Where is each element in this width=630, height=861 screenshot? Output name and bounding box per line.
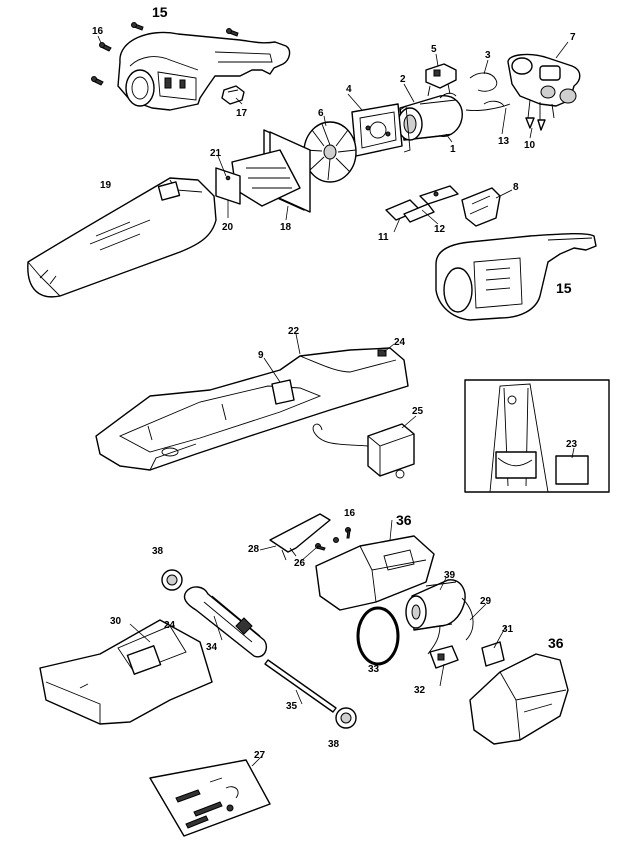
part-label: 32 <box>414 685 426 696</box>
part-label: 2 <box>400 74 406 85</box>
part-label: 38 <box>152 546 164 557</box>
part-label: 16 <box>92 26 104 37</box>
part-label: 7 <box>570 32 576 43</box>
charger-part <box>312 423 415 479</box>
part-label: 21 <box>210 148 222 159</box>
part-label: 30 <box>110 616 122 627</box>
brush-motor-part <box>405 579 466 631</box>
part-label: 8 <box>513 182 519 193</box>
part-label: 36 <box>396 512 412 528</box>
contact-part <box>525 117 546 131</box>
part-label: 34 <box>206 642 218 653</box>
part-label: 35 <box>286 701 298 712</box>
part-label: 19 <box>100 180 112 191</box>
switch-slider-part <box>385 185 459 223</box>
part-label: 27 <box>254 750 266 761</box>
leader-lines <box>97 35 575 767</box>
axle-part <box>264 659 337 713</box>
power-head-shell-part <box>469 653 569 745</box>
switch-cover-part <box>481 641 505 667</box>
bracket-part <box>269 513 331 561</box>
part-label: 22 <box>288 326 300 337</box>
brush-roll-part <box>183 586 268 658</box>
part-label: 9 <box>258 350 264 361</box>
part-label: 20 <box>222 222 234 233</box>
wire-clip-part <box>469 72 505 107</box>
filter-plate-part <box>215 167 241 205</box>
part-label: 38 <box>328 739 340 750</box>
clip-part <box>461 187 501 227</box>
part-label: 31 <box>502 624 514 635</box>
part-label: 5 <box>431 44 437 55</box>
dust-cup-part <box>27 177 217 298</box>
part-label: 39 <box>444 570 456 581</box>
part-label: 15 <box>152 4 168 20</box>
part-label: 26 <box>294 558 306 569</box>
part-label: 33 <box>368 664 380 675</box>
part-label: 25 <box>412 406 424 417</box>
part-label: 13 <box>498 136 510 147</box>
terminal-block-part <box>425 63 457 97</box>
housing-upper-part <box>117 31 291 111</box>
screw-part <box>91 22 239 86</box>
part-label: 3 <box>485 50 491 61</box>
part-label: 1 <box>450 144 456 155</box>
part-label: 36 <box>548 635 564 651</box>
wire-part <box>465 103 511 111</box>
part-label: 12 <box>434 224 446 235</box>
part-label: 24 <box>164 620 176 631</box>
part-labels: 15 16 17 5 3 7 2 4 6 1 13 10 21 19 20 18… <box>92 4 578 761</box>
part-label: 17 <box>236 108 248 119</box>
power-head-cover-part <box>315 535 435 611</box>
part-label: 28 <box>248 544 260 555</box>
wire-harness-part <box>427 597 474 669</box>
motor-bracket-part <box>351 103 411 157</box>
part-label: 24 <box>394 337 406 348</box>
part-label: 4 <box>346 84 352 95</box>
drive-belt-part <box>356 606 400 666</box>
small-screw-part <box>315 527 351 551</box>
part-label: 16 <box>344 508 356 519</box>
part-label: 15 <box>556 280 572 296</box>
inset-detail-box <box>464 379 610 493</box>
part-label: 11 <box>378 232 389 243</box>
housing-lower-part <box>435 232 597 321</box>
base-housing-part <box>95 347 409 471</box>
part-label: 6 <box>318 108 324 119</box>
switch-part <box>221 85 245 105</box>
charger-assembly-part <box>507 53 581 120</box>
motor-part <box>397 92 463 141</box>
hardware-kit-part <box>149 759 271 837</box>
fan-impeller-part <box>303 121 357 183</box>
part-label: 10 <box>524 140 536 151</box>
part-label: 29 <box>480 596 492 607</box>
part-label: 23 <box>566 439 578 450</box>
end-cap-part <box>161 569 357 729</box>
part-label: 18 <box>280 222 292 233</box>
bottom-plate-part <box>39 619 213 725</box>
